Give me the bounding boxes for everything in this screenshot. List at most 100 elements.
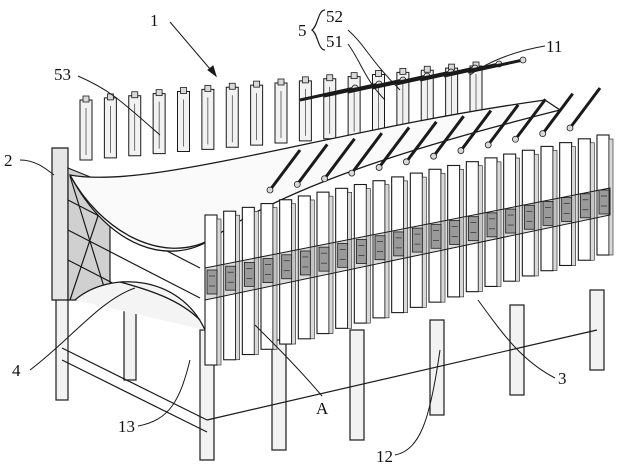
labels: 1 2 53 5 52 51 11 4 13 A 12 3 bbox=[4, 7, 567, 466]
clamp-block bbox=[206, 269, 218, 295]
floor-rail-left-2 bbox=[61, 359, 208, 433]
label-A: A bbox=[316, 399, 329, 418]
label-3: 3 bbox=[558, 369, 567, 388]
label-13: 13 bbox=[118, 417, 135, 436]
front-arm-pivot bbox=[566, 124, 574, 132]
front-arm bbox=[459, 109, 493, 152]
rear-post-cap bbox=[399, 67, 407, 75]
front-arm-pivot bbox=[457, 147, 465, 154]
arrowhead-1 bbox=[207, 65, 217, 78]
clamp-block bbox=[299, 250, 311, 276]
leader-A bbox=[254, 324, 323, 397]
curved-sheet bbox=[68, 99, 562, 331]
front-arm bbox=[350, 132, 384, 174]
clamp-block bbox=[542, 201, 554, 226]
lower-arc-inner bbox=[119, 281, 201, 321]
sheet-lower-edge bbox=[69, 174, 211, 249]
label-12: 12 bbox=[376, 447, 393, 466]
rear-post-cap bbox=[350, 72, 358, 80]
leader-53 bbox=[77, 75, 161, 136]
front-arm-pivot bbox=[266, 186, 274, 194]
front-arm bbox=[268, 149, 302, 191]
clamp-block bbox=[393, 231, 405, 257]
rear-post-cap bbox=[180, 87, 187, 94]
front-arm-pivot bbox=[293, 180, 301, 188]
clamp-band bbox=[204, 187, 611, 301]
clamp-block bbox=[561, 197, 573, 223]
rear-post-cap bbox=[301, 76, 309, 84]
clamp-block bbox=[430, 223, 442, 249]
left-post bbox=[51, 147, 69, 301]
front-arm bbox=[323, 137, 356, 180]
front-arm-pivot bbox=[484, 141, 492, 149]
front-arm-pivot bbox=[539, 130, 547, 138]
left-diagonal bbox=[69, 175, 109, 301]
leader-1-arrow bbox=[169, 21, 217, 77]
clamp-block bbox=[505, 208, 517, 234]
leader-13 bbox=[137, 359, 191, 427]
label-11: 11 bbox=[546, 37, 562, 56]
sheet-surface bbox=[68, 99, 562, 252]
rear-post-cap bbox=[131, 91, 139, 99]
floor-rail-front bbox=[206, 329, 598, 421]
rear-linkage-arms bbox=[299, 56, 527, 102]
clamp-block bbox=[243, 261, 255, 287]
clamp-block bbox=[281, 254, 293, 280]
clamp-block bbox=[337, 242, 349, 268]
clamp-block bbox=[374, 235, 386, 261]
rear-post-cap bbox=[82, 95, 90, 103]
front-arm bbox=[377, 126, 411, 169]
label-4: 4 bbox=[12, 361, 21, 380]
front-leg-2 bbox=[271, 339, 287, 451]
front-arm-pivot bbox=[321, 175, 328, 183]
clamp-block bbox=[225, 265, 237, 291]
leader-4 bbox=[29, 287, 136, 371]
front-arm bbox=[432, 115, 465, 158]
base-frame bbox=[55, 289, 605, 461]
front-arm-pivot bbox=[375, 164, 383, 171]
front-arm bbox=[486, 104, 520, 146]
rear-post-cap bbox=[253, 80, 261, 88]
clamp-block bbox=[523, 204, 535, 230]
label-53: 53 bbox=[54, 65, 71, 84]
front-arm-pivot bbox=[512, 135, 519, 143]
front-arm bbox=[405, 120, 438, 163]
clamp-block bbox=[467, 216, 479, 242]
group-brace bbox=[310, 9, 326, 51]
rear-post-cap bbox=[423, 65, 431, 73]
floor-rail-left bbox=[61, 347, 208, 421]
leader-lines bbox=[19, 21, 556, 456]
front-arm bbox=[514, 98, 547, 141]
leader-2 bbox=[19, 159, 55, 176]
clamp-block bbox=[579, 193, 591, 219]
clamp-block bbox=[262, 258, 274, 283]
front-arm bbox=[541, 92, 574, 135]
clamp-block bbox=[486, 212, 498, 238]
lower-arc bbox=[74, 281, 206, 331]
label-52: 52 bbox=[326, 7, 343, 26]
front-arm bbox=[568, 87, 602, 129]
clamp-block bbox=[598, 189, 610, 215]
label-2: 2 bbox=[4, 151, 13, 170]
front-linkage-arms bbox=[266, 87, 602, 194]
leader-12 bbox=[394, 349, 441, 456]
rear-post-cap bbox=[155, 89, 163, 97]
clamp-block bbox=[318, 246, 330, 272]
label-51: 51 bbox=[326, 32, 343, 51]
front-arm-pivot bbox=[430, 152, 438, 160]
rear-arm-pivot bbox=[519, 56, 527, 64]
rear-post-cap bbox=[326, 74, 334, 82]
leader-51 bbox=[347, 43, 386, 101]
rear-post-cap bbox=[375, 70, 382, 77]
front-arm bbox=[296, 143, 329, 186]
rear-post-cap bbox=[277, 78, 285, 86]
rear-post-cap bbox=[204, 84, 212, 92]
label-5: 5 bbox=[298, 21, 307, 40]
clamp-block bbox=[411, 227, 423, 253]
clamp-block bbox=[355, 239, 367, 264]
rear-left-leg bbox=[55, 289, 69, 401]
front-arm-pivot bbox=[402, 158, 410, 166]
label-1: 1 bbox=[150, 11, 159, 30]
